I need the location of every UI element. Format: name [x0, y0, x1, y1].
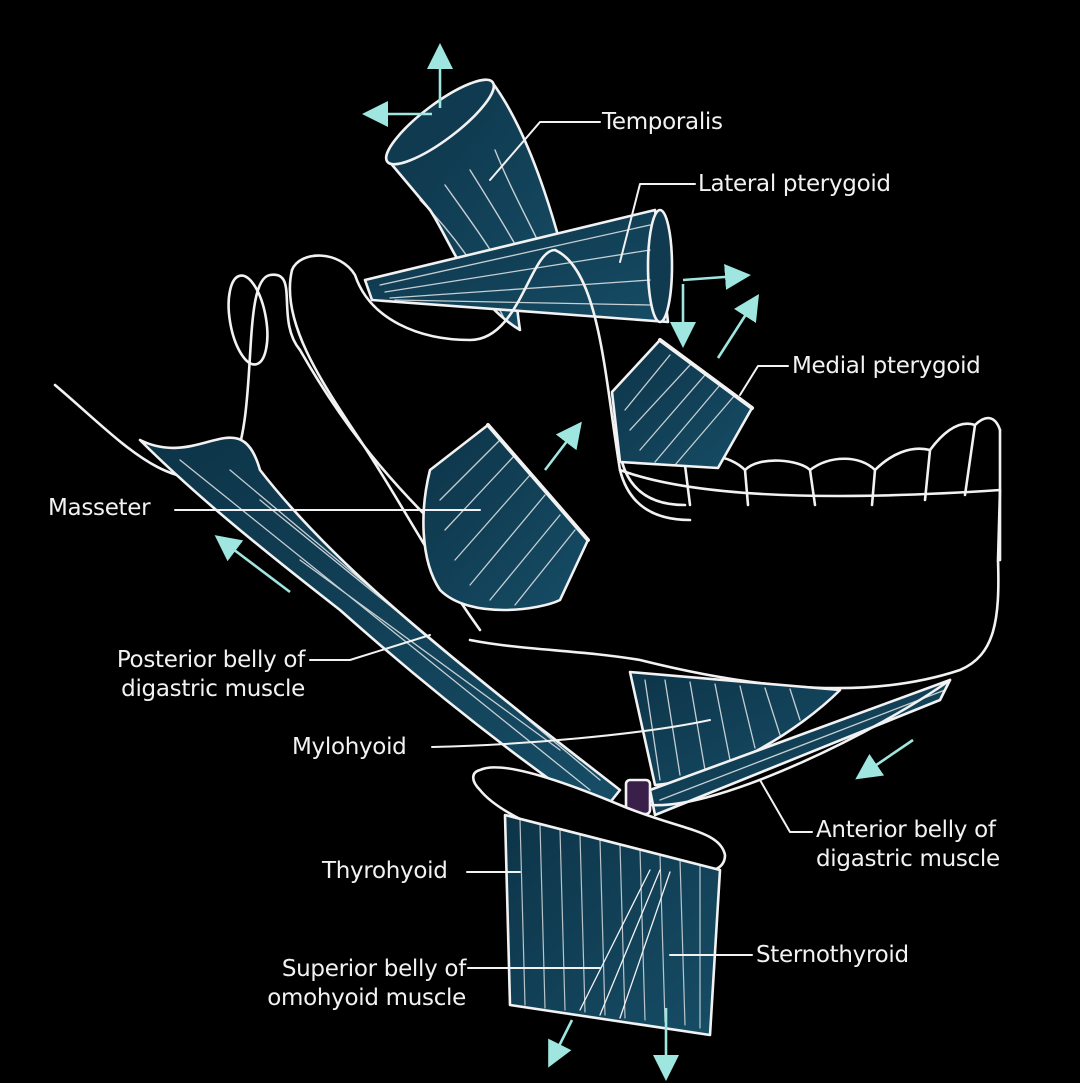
arrow-down-icon — [548, 1019, 574, 1068]
label-masseter: Masseter — [48, 495, 151, 521]
lateral-pterygoid-muscle — [363, 208, 674, 324]
anterior-digastric-muscle — [648, 678, 952, 817]
label-temporalis: Temporalis — [602, 109, 723, 135]
label-sternothyroid: Sternothyroid — [756, 942, 909, 968]
action-arrows — [214, 43, 914, 1081]
label-anterior-digastric: Anterior belly of digastric muscle — [816, 817, 1000, 872]
label-medial-pterygoid: Medial pterygoid — [792, 353, 981, 379]
label-mylohyoid: Mylohyoid — [292, 734, 407, 760]
label-lateral-pterygoid: Lateral pterygoid — [698, 171, 891, 197]
label-leader-lines — [174, 121, 813, 969]
label-superior-omohyoid: Superior belly of omohyoid muscle — [267, 956, 466, 1011]
arrow-right-icon — [682, 263, 751, 290]
posterior-digastric-muscle — [138, 436, 622, 817]
arrow-diagonal-icon — [716, 294, 760, 359]
masseter-muscle — [422, 423, 590, 612]
arrow-diagonal-icon — [855, 738, 914, 780]
arrow-diagonal-icon — [543, 421, 582, 471]
label-posterior-digastric: Posterior belly of digastric muscle — [116, 647, 305, 702]
infrahyoid-muscles — [503, 813, 722, 1037]
arrow-diagonal-icon — [214, 535, 291, 594]
label-thyrohyoid: Thyrohyoid — [322, 858, 448, 884]
medial-pterygoid-muscle — [610, 338, 754, 470]
